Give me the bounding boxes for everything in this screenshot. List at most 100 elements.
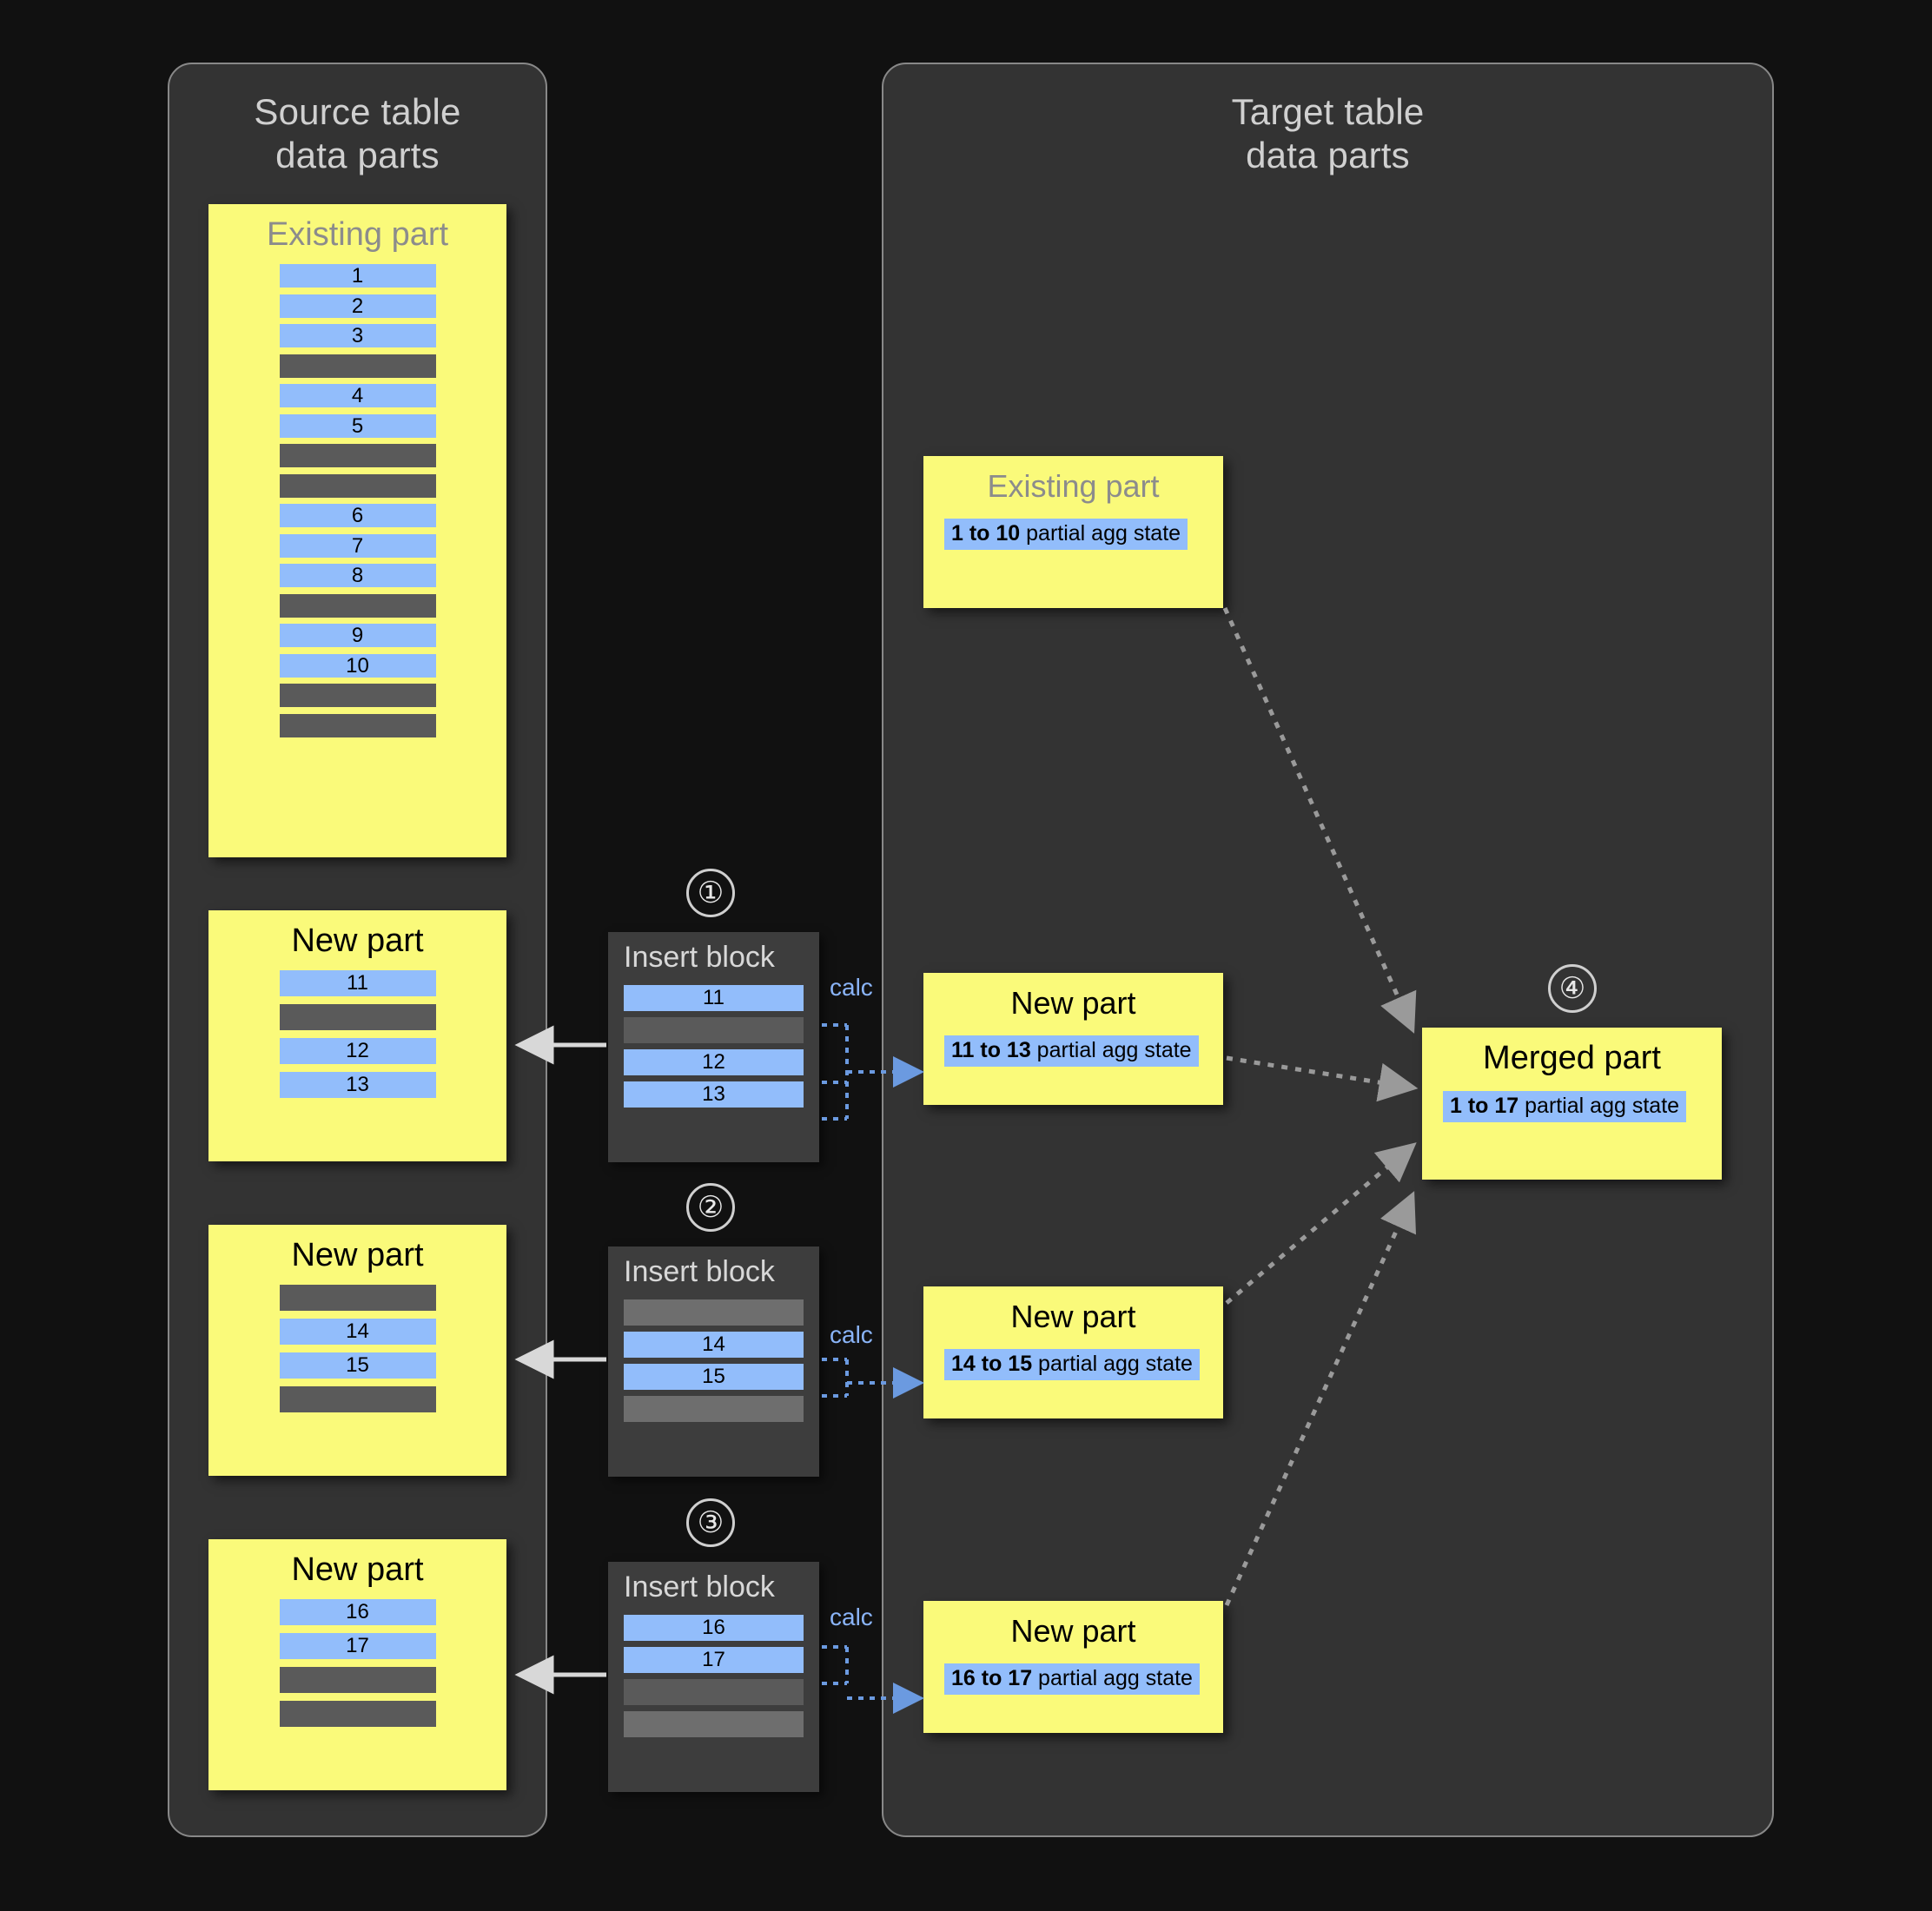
target-panel-title: Target table data parts bbox=[1231, 91, 1425, 175]
data-row-value: 9 bbox=[279, 624, 436, 647]
data-row-empty bbox=[279, 473, 436, 498]
target-new-agg-wrap-2: 14 to 15 partial agg state bbox=[923, 1346, 1223, 1380]
data-row-value: 2 bbox=[279, 294, 436, 318]
step-circle-2: ② bbox=[686, 1183, 735, 1232]
source-existing-part-title: Existing part bbox=[266, 216, 449, 253]
data-row-empty bbox=[279, 444, 436, 467]
target-existing-part-card: Existing part 1 to 10 partial agg state bbox=[923, 456, 1223, 608]
data-row-value: 4 bbox=[279, 384, 436, 407]
target-new-agg-range-1: 11 to 13 bbox=[951, 1038, 1031, 1062]
data-row-empty bbox=[279, 1285, 436, 1311]
calc-bracket-3 bbox=[822, 1645, 849, 1685]
data-row-value: 13 bbox=[279, 1072, 436, 1098]
calc-label-3: calc bbox=[830, 1604, 873, 1630]
target-new-agg-suffix-1: partial agg state bbox=[1030, 1038, 1192, 1062]
data-row-empty bbox=[279, 1386, 436, 1412]
target-new-part-title-3: New part bbox=[1010, 1613, 1136, 1649]
data-row-value: 7 bbox=[279, 533, 436, 558]
data-row-empty bbox=[279, 684, 436, 707]
source-new-part-rows-1: 11 12 13 bbox=[208, 970, 506, 1098]
data-row-value: 11 bbox=[279, 970, 436, 996]
target-new-agg-chip-3: 16 to 17 partial agg state bbox=[944, 1663, 1200, 1695]
insert-row-value: 15 bbox=[624, 1364, 804, 1390]
calc-bracket-2 bbox=[822, 1358, 849, 1398]
data-row-empty bbox=[279, 593, 436, 618]
target-merged-agg-suffix: partial agg state bbox=[1518, 1094, 1680, 1118]
target-new-agg-range-2: 14 to 15 bbox=[951, 1352, 1033, 1376]
target-merged-part-title: Merged part bbox=[1483, 1040, 1661, 1076]
data-row-empty bbox=[279, 1667, 436, 1693]
insert-row-empty bbox=[624, 1679, 804, 1705]
insert-row-empty bbox=[624, 1711, 804, 1737]
insert-row-value: 14 bbox=[624, 1332, 804, 1358]
data-row-value: 3 bbox=[279, 324, 436, 347]
insert-row-value: 13 bbox=[624, 1081, 804, 1108]
target-new-agg-wrap-3: 16 to 17 partial agg state bbox=[923, 1660, 1223, 1695]
source-existing-part-card: Existing part 1 2 3 4 5 6 7 8 9 10 bbox=[208, 204, 506, 857]
step-circle-1: ① bbox=[686, 869, 735, 917]
insert-block-title-1: Insert block bbox=[624, 941, 775, 974]
target-existing-part-title: Existing part bbox=[987, 468, 1160, 504]
data-row-value: 17 bbox=[279, 1633, 436, 1659]
data-row-value: 6 bbox=[279, 504, 436, 527]
target-new-part-title-2: New part bbox=[1010, 1299, 1136, 1334]
insert-block-rows-1: 11 12 13 bbox=[608, 985, 819, 1108]
target-existing-agg-wrap: 1 to 10 partial agg state bbox=[923, 515, 1223, 550]
data-row-value: 15 bbox=[279, 1352, 436, 1379]
data-row-value: 1 bbox=[279, 264, 436, 288]
source-new-part-title-2: New part bbox=[291, 1237, 424, 1273]
target-new-part-card-3: New part 16 to 17 partial agg state bbox=[923, 1601, 1223, 1733]
data-row-empty bbox=[279, 1701, 436, 1727]
target-merged-part-card: Merged part 1 to 17 partial agg state bbox=[1422, 1028, 1722, 1180]
target-new-part-card-2: New part 14 to 15 partial agg state bbox=[923, 1286, 1223, 1418]
data-row-empty bbox=[279, 713, 436, 737]
insert-row-empty bbox=[624, 1396, 804, 1422]
data-row-value: 12 bbox=[279, 1038, 436, 1064]
target-existing-agg-suffix: partial agg state bbox=[1020, 521, 1181, 546]
data-row-empty bbox=[279, 354, 436, 378]
target-new-agg-chip-2: 14 to 15 partial agg state bbox=[944, 1349, 1200, 1380]
target-new-part-card-1: New part 11 to 13 partial agg state bbox=[923, 973, 1223, 1105]
data-row-empty bbox=[279, 1004, 436, 1030]
target-new-agg-suffix-2: partial agg state bbox=[1032, 1352, 1193, 1376]
source-existing-part-rows: 1 2 3 4 5 6 7 8 9 10 bbox=[208, 264, 506, 737]
data-row-value: 16 bbox=[279, 1599, 436, 1625]
insert-row-empty bbox=[624, 1017, 804, 1043]
insert-block-1: Insert block 11 12 13 bbox=[608, 932, 819, 1162]
calc-label-1: calc bbox=[830, 974, 873, 1001]
insert-block-title-3: Insert block bbox=[624, 1570, 775, 1604]
step-circle-3: ③ bbox=[686, 1498, 735, 1547]
target-new-agg-range-3: 16 to 17 bbox=[951, 1666, 1033, 1690]
target-new-agg-suffix-3: partial agg state bbox=[1032, 1666, 1193, 1690]
step-circle-4: ④ bbox=[1548, 964, 1597, 1013]
target-existing-agg-range: 1 to 10 bbox=[951, 521, 1021, 546]
target-new-agg-wrap-1: 11 to 13 partial agg state bbox=[923, 1032, 1223, 1067]
insert-row-empty bbox=[624, 1299, 804, 1326]
target-existing-agg-chip: 1 to 10 partial agg state bbox=[944, 519, 1188, 550]
calc-label-2: calc bbox=[830, 1321, 873, 1348]
data-row-value: 14 bbox=[279, 1319, 436, 1345]
data-row-value: 10 bbox=[279, 653, 436, 678]
target-table-panel: Target table data parts bbox=[882, 63, 1774, 1837]
insert-row-value: 11 bbox=[624, 985, 804, 1011]
calc-bracket-1 bbox=[822, 1023, 849, 1121]
target-new-agg-chip-1: 11 to 13 partial agg state bbox=[944, 1035, 1199, 1067]
source-new-part-title-3: New part bbox=[291, 1551, 424, 1588]
data-row-value: 8 bbox=[279, 564, 436, 587]
target-new-part-title-1: New part bbox=[1010, 985, 1136, 1021]
data-row-value: 5 bbox=[279, 413, 436, 438]
target-merged-agg-chip: 1 to 17 partial agg state bbox=[1443, 1091, 1687, 1122]
insert-row-value: 12 bbox=[624, 1049, 804, 1075]
target-merged-agg-range: 1 to 17 bbox=[1450, 1094, 1519, 1118]
insert-block-title-2: Insert block bbox=[624, 1255, 775, 1288]
